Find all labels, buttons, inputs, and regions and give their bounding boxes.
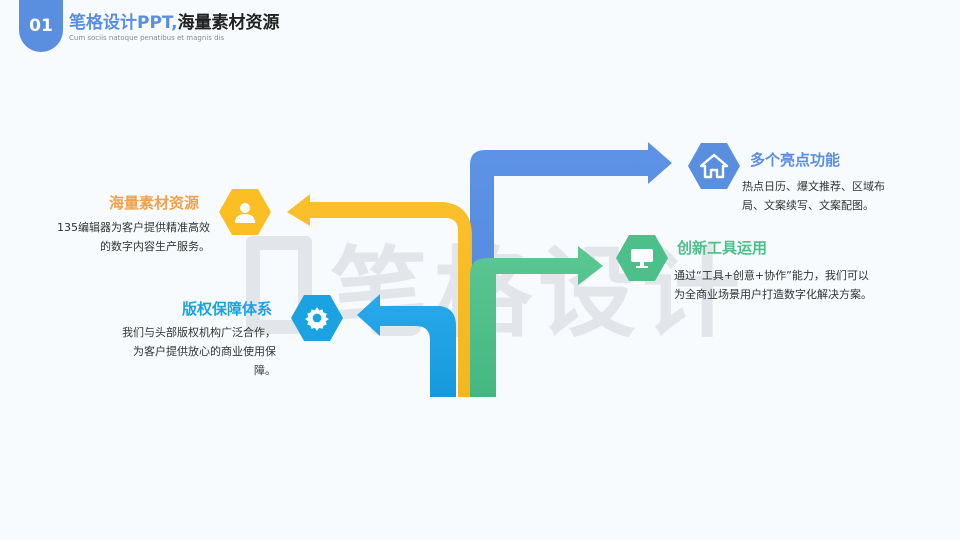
hex-features (688, 143, 740, 189)
item-title-features: 多个亮点功能 (750, 151, 841, 169)
item-title-materials: 海量素材资源 (109, 194, 200, 212)
page-subtitle: Cum sociis natoque penatibus et magnis d… (69, 34, 225, 42)
page-title: 笔格设计PPT,海量素材资源 (69, 8, 280, 33)
home-icon (699, 153, 729, 179)
page-title-highlight: 笔格设计PPT, (69, 13, 178, 33)
cyan-arrow (357, 294, 456, 397)
yellow-arrow (287, 194, 472, 397)
item-desc-copyright: 我们与头部版权机构广泛合作，为客户提供放心的商业使用保障。 (122, 326, 276, 377)
item-title-tools: 创新工具运用 (677, 239, 768, 257)
green-arrow (470, 246, 603, 397)
gear-icon (304, 305, 330, 331)
page-title-rest: 海量素材资源 (177, 13, 280, 33)
item-desc-materials: 135编辑器为客户提供精准高效的数字内容生产服务。 (57, 221, 210, 253)
item-desc-tools: 通过“工具+创意+协作”能力，我们可以为全商业场景用户打造数字化解决方案。 (674, 269, 872, 301)
section-number: 01 (29, 16, 53, 36)
user-icon (233, 200, 257, 224)
monitor-icon (630, 247, 654, 269)
item-title-copyright: 版权保障体系 (182, 300, 273, 318)
item-desc-features: 热点日历、爆文推荐、区域布局、文案续写、文案配图。 (742, 180, 885, 212)
hex-tools (616, 235, 668, 281)
section-number-badge: 01 (19, 0, 63, 52)
